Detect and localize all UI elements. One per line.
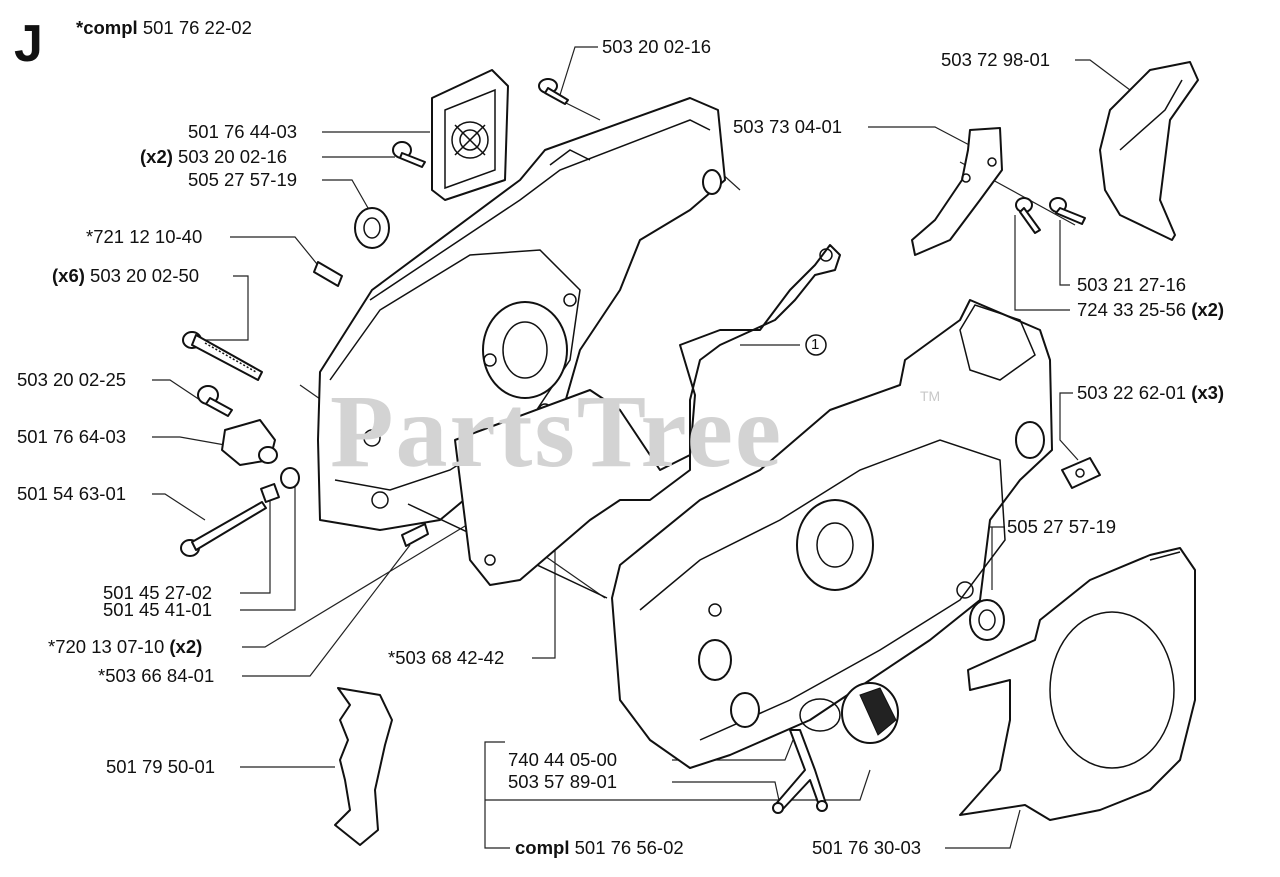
oil-cap-501-76-56-02 (799, 682, 899, 744)
part-number: 503 20 02-16 (178, 146, 288, 167)
leader-lines (152, 46, 1131, 849)
screw-503-20-02-16-pair (392, 141, 426, 168)
part-label-501-79-50-01[interactable]: 501 79 50-01 (106, 756, 216, 777)
compl-assembly-label: *compl 501 76 22-02 (76, 17, 252, 39)
compl-prefix: *compl (76, 17, 138, 38)
part-label-501-76-56-02-compl[interactable]: compl 501 76 56-02 (515, 837, 684, 859)
part-label-503-73-04-01[interactable]: 503 73 04-01 (733, 116, 843, 137)
part-label-503-66-84-01[interactable]: *503 66 84-01 (98, 665, 215, 686)
cover-503-72-98-01 (1099, 61, 1199, 241)
part-number: 724 33 25-56 (1077, 299, 1187, 320)
watermark-trademark: TM (920, 388, 941, 404)
part-label-505-27-57-19-left[interactable]: 505 27 57-19 (188, 169, 298, 190)
screw-501-54-63-01 (180, 501, 267, 557)
part-label-503-57-89-01[interactable]: 503 57 89-01 (508, 771, 618, 792)
qty-x6: (x6) (52, 265, 85, 286)
part-label-501-76-64-03[interactable]: 501 76 64-03 (17, 426, 127, 447)
part-label-503-20-02-25[interactable]: 503 20 02-25 (17, 369, 127, 390)
pin-721-12-10-40 (313, 261, 343, 287)
callout-number: 1 (811, 336, 820, 353)
pin-720-13-07-10 (401, 523, 429, 547)
part-label-720-13-07-10-x2[interactable]: *720 13 07-10 (x2) (48, 636, 202, 658)
qty-x2: (x2) (1191, 299, 1225, 320)
plate-501-76-44-03 (431, 69, 509, 201)
spacer-501-76-64-03 (221, 419, 278, 466)
qty-x2: (x2) (169, 636, 203, 657)
screws-503-21-27-16 (1015, 197, 1086, 234)
crankcase-right-half (611, 299, 1053, 769)
qty-x3: (x3) (1191, 382, 1225, 403)
bolt-503-20-02-50 (182, 331, 263, 381)
part-label-501-45-27-02[interactable]: 501 45 27-02 (103, 582, 213, 603)
watermark: PartsTree (330, 374, 784, 489)
part-number: *720 13 07-10 (48, 636, 165, 657)
seal-505-27-57-19-right (969, 599, 1005, 641)
gasket-callout-1 (454, 244, 841, 586)
nut-501-45-41-01 (280, 467, 300, 489)
housing-501-76-30-03 (959, 547, 1196, 821)
part-label-503-20-02-50-x6[interactable]: (x6) 503 20 02-50 (52, 265, 199, 287)
strap-503-57-89-01 (772, 729, 828, 814)
part-label-505-27-57-19-right[interactable]: 505 27 57-19 (1007, 516, 1117, 537)
screw-503-20-02-25 (197, 385, 233, 417)
part-label-503-20-02-16-x2[interactable]: (x2) 503 20 02-16 (140, 146, 287, 168)
part-label-501-76-44-03[interactable]: 501 76 44-03 (188, 121, 298, 142)
part-label-501-76-30-03[interactable]: 501 76 30-03 (812, 837, 922, 858)
crankcase-left-half (317, 97, 726, 531)
part-label-501-54-63-01[interactable]: 501 54 63-01 (17, 483, 127, 504)
clip-503-22-62-01 (1061, 457, 1101, 489)
qty-x2: (x2) (140, 146, 173, 167)
section-letter: J (14, 15, 43, 73)
part-label-503-20-02-16-top[interactable]: 503 20 02-16 (602, 36, 712, 57)
part-number: 503 22 62-01 (1077, 382, 1187, 403)
seal-505-27-57-19-left (354, 207, 390, 249)
callout-circle-1 (805, 334, 827, 356)
part-label-503-68-42-42[interactable]: *503 68 42-42 (388, 647, 505, 668)
part-label-724-33-25-56-x2[interactable]: 724 33 25-56 (x2) (1077, 299, 1224, 321)
screw-503-20-02-16-top (538, 78, 569, 105)
part-number: 501 76 56-02 (574, 837, 684, 858)
compl-number: 501 76 22-02 (142, 17, 252, 38)
part-label-740-44-05-00[interactable]: 740 44 05-00 (508, 749, 618, 770)
part-label-721-12-10-40[interactable]: *721 12 10-40 (86, 226, 203, 247)
deflector-503-73-04-01 (911, 127, 1003, 256)
part-number: 503 20 02-50 (90, 265, 200, 286)
part-label-503-72-98-01[interactable]: 503 72 98-01 (941, 49, 1051, 70)
part-label-501-45-41-01[interactable]: 501 45 41-01 (103, 599, 213, 620)
part-label-503-21-27-16[interactable]: 503 21 27-16 (1077, 274, 1187, 295)
compl-prefix: compl (515, 837, 570, 858)
part-label-503-22-62-01-x3[interactable]: 503 22 62-01 (x3) (1077, 382, 1224, 404)
washer-501-45-27-02 (260, 483, 280, 503)
chain-catcher-501-79-50-01 (334, 687, 393, 846)
